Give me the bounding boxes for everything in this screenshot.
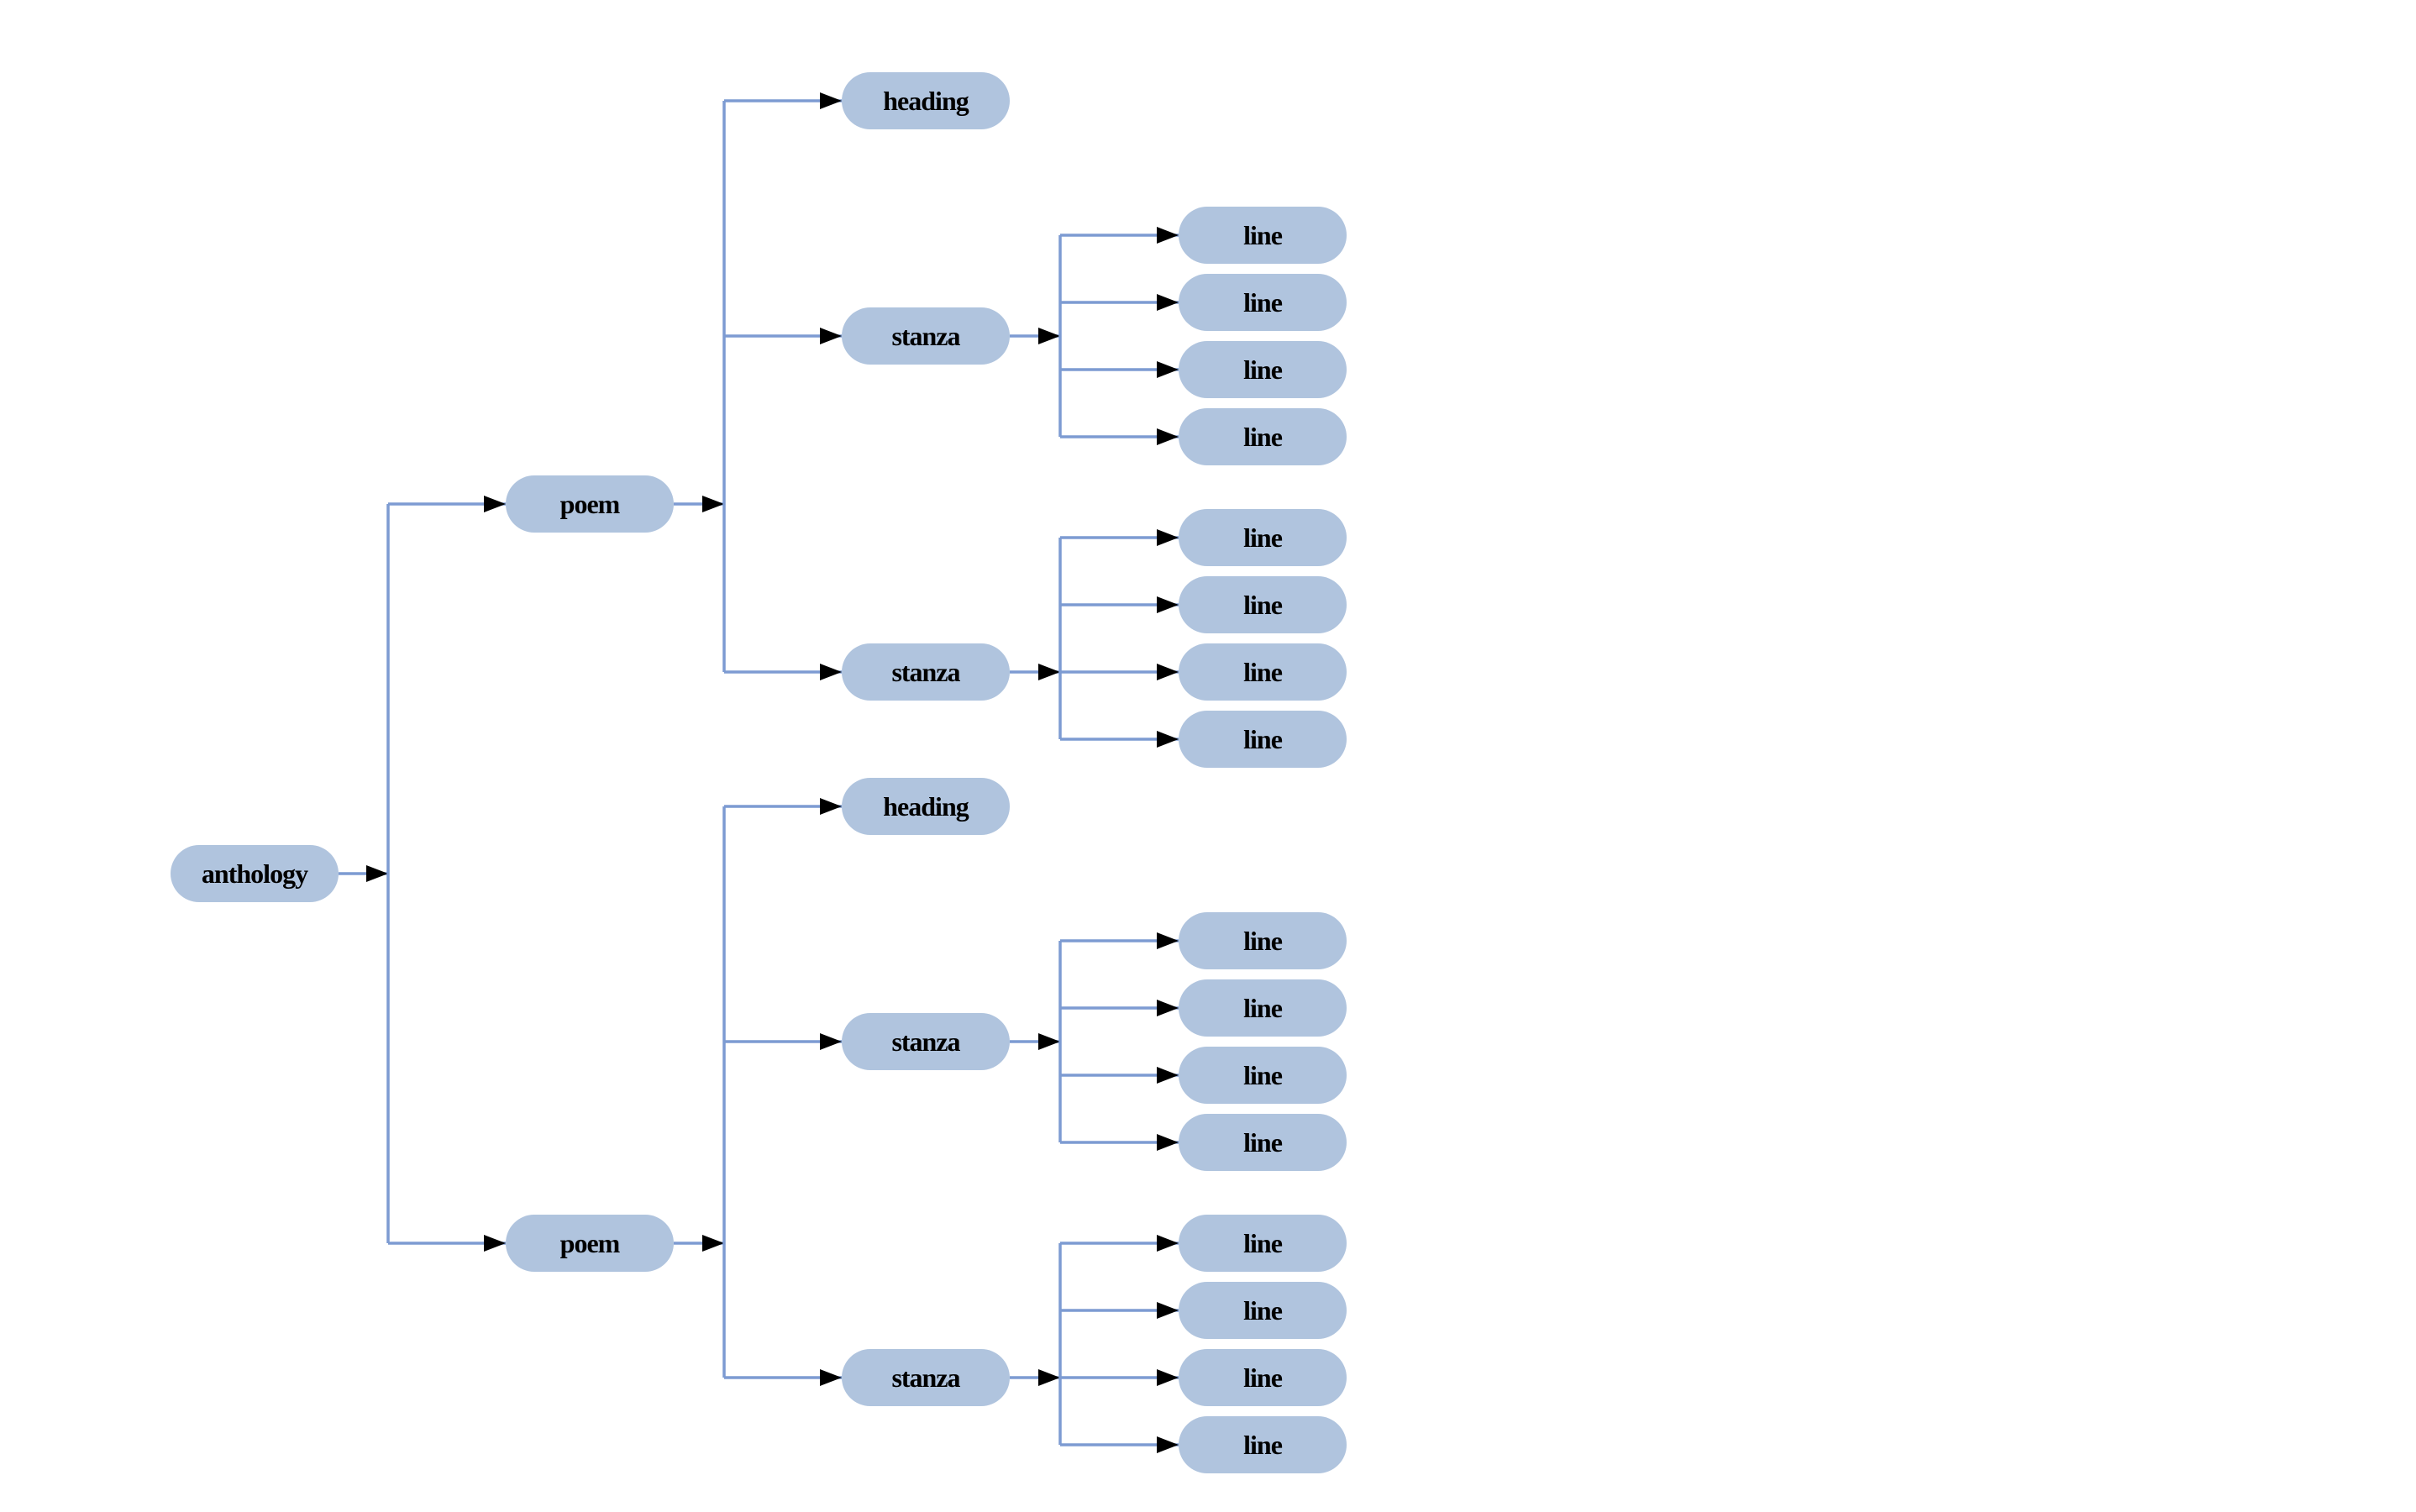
node-line-2-2-label: line [1243,589,1283,620]
node-line-3-2: line [1179,979,1347,1037]
node-line-1-1-label: line [1243,219,1283,250]
node-anthology: anthology [171,845,339,902]
node-poem-2-label: poem [559,1227,621,1258]
node-line-4-1-label: line [1243,1227,1283,1258]
node-line-4-3: line [1179,1349,1347,1406]
node-line-4-4-label: line [1243,1429,1283,1460]
node-line-1-4: line [1179,408,1347,465]
node-stanza-1-label: stanza [891,320,960,351]
node-line-1-3: line [1179,341,1347,398]
node-poem-1: poem [506,475,674,533]
node-line-3-2-label: line [1243,992,1283,1023]
node-line-3-4-label: line [1243,1126,1283,1158]
node-stanza-2-label: stanza [891,656,960,687]
node-stanza-3: stanza [842,1013,1010,1070]
node-poem-2: poem [506,1215,674,1272]
node-heading-2-label: heading [883,790,969,822]
node-line-2-3-label: line [1243,656,1283,687]
node-stanza-4: stanza [842,1349,1010,1406]
node-stanza-1: stanza [842,307,1010,365]
node-line-1-2-label: line [1243,286,1283,318]
node-line-2-4-label: line [1243,723,1283,754]
node-line-3-3: line [1179,1047,1347,1104]
node-line-4-2-label: line [1243,1294,1283,1326]
node-line-2-1: line [1179,509,1347,566]
node-line-2-1-label: line [1243,522,1283,553]
node-stanza-3-label: stanza [891,1026,960,1057]
node-line-1-2: line [1179,274,1347,331]
node-line-3-1-label: line [1243,925,1283,956]
node-line-1-3-label: line [1243,354,1283,385]
node-stanza-4-label: stanza [891,1362,960,1393]
node-line-1-4-label: line [1243,421,1283,452]
node-line-2-4: line [1179,711,1347,768]
node-line-4-1: line [1179,1215,1347,1272]
node-line-2-2: line [1179,576,1347,633]
node-line-3-4: line [1179,1114,1347,1171]
node-line-4-3-label: line [1243,1362,1283,1393]
node-line-2-3: line [1179,643,1347,701]
node-stanza-2: stanza [842,643,1010,701]
node-line-4-4: line [1179,1416,1347,1473]
node-line-3-1: line [1179,912,1347,969]
edge-lines [339,92,1179,1453]
node-line-4-2: line [1179,1282,1347,1339]
node-anthology-label: anthology [201,858,308,889]
node-heading-1-label: heading [883,85,969,116]
node-line-1-1: line [1179,207,1347,264]
node-heading-2: heading [842,778,1010,835]
node-heading-1: heading [842,72,1010,129]
node-poem-1-label: poem [559,488,621,519]
node-line-3-3-label: line [1243,1059,1283,1090]
